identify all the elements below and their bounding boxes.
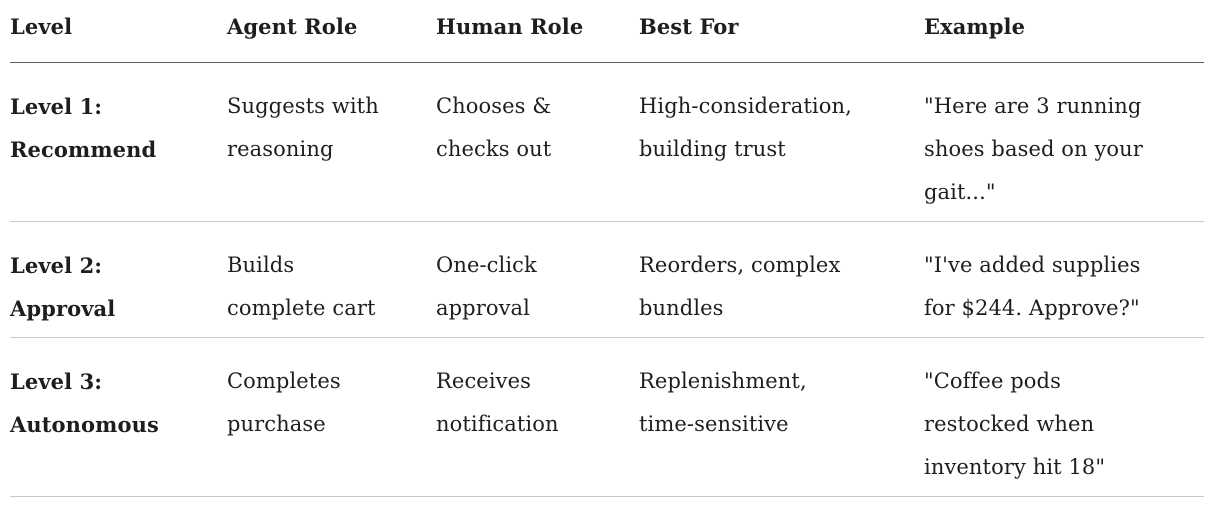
cell-best-for: Replenishment, time-sensitive bbox=[639, 337, 924, 497]
cell-example: "Here are 3 running shoes based on your … bbox=[924, 62, 1204, 222]
column-header-level: Level bbox=[10, 0, 227, 63]
column-header-example: Example bbox=[924, 0, 1204, 63]
cell-agent-role: Builds complete cart bbox=[227, 221, 436, 338]
cell-human-role: Receives notification bbox=[436, 337, 639, 497]
cell-level: Level 1: Recommend bbox=[10, 62, 227, 222]
agent-levels-comparison-table: Level Agent Role Human Role Best For Exa… bbox=[10, 0, 1204, 497]
table-row-level-3: Level 3: Autonomous Completes purchase R… bbox=[10, 337, 1204, 497]
article-table-section: Level Agent Role Human Role Best For Exa… bbox=[10, 0, 1204, 497]
cell-human-role: One-click approval bbox=[436, 221, 639, 338]
cell-example: "I've added supplies for $244. Approve?" bbox=[924, 221, 1204, 338]
cell-agent-role: Completes purchase bbox=[227, 337, 436, 497]
table-row-level-1: Level 1: Recommend Suggests with reasoni… bbox=[10, 62, 1204, 222]
table-row-level-2: Level 2: Approval Builds complete cart O… bbox=[10, 221, 1204, 338]
column-header-agent-role: Agent Role bbox=[227, 0, 436, 63]
cell-level: Level 2: Approval bbox=[10, 221, 227, 338]
column-header-human-role: Human Role bbox=[436, 0, 639, 63]
cell-agent-role: Suggests with reasoning bbox=[227, 62, 436, 222]
cell-example: "Coffee pods restocked when inventory hi… bbox=[924, 337, 1204, 497]
cell-best-for: Reorders, complex bundles bbox=[639, 221, 924, 338]
cell-level: Level 3: Autonomous bbox=[10, 337, 227, 497]
cell-best-for: High-consideration, building trust bbox=[639, 62, 924, 222]
header-row: Level Agent Role Human Role Best For Exa… bbox=[10, 0, 1204, 63]
column-header-best-for: Best For bbox=[639, 0, 924, 63]
cell-human-role: Chooses & checks out bbox=[436, 62, 639, 222]
